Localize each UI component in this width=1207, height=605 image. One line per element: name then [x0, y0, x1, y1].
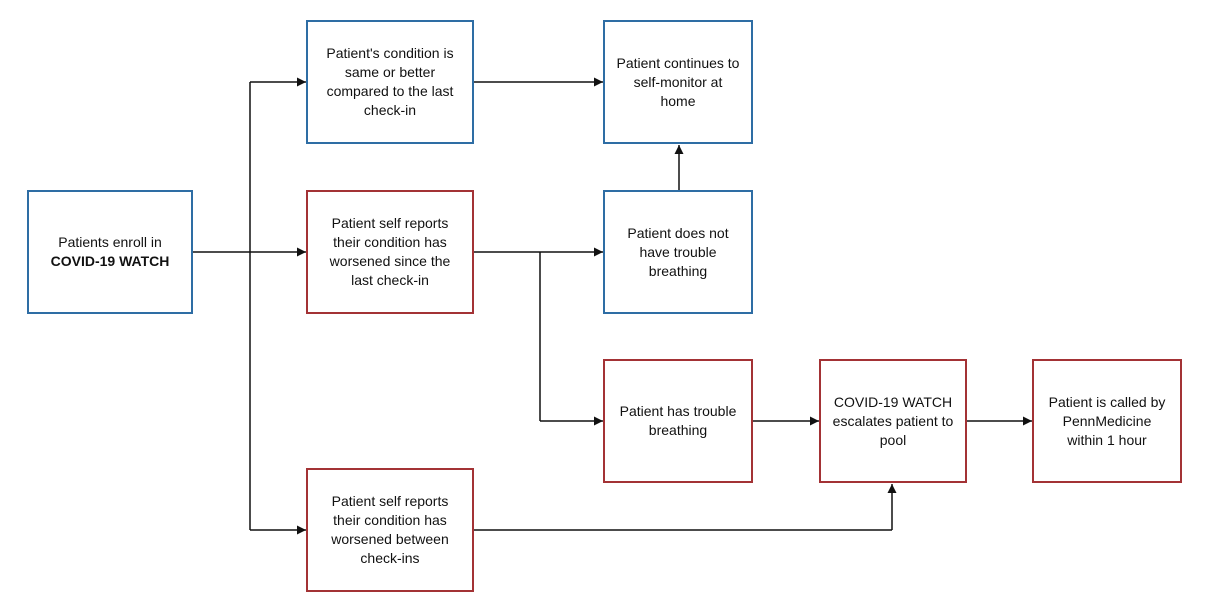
node-escalates-label: COVID-19 WATCH escalates patient to pool [832, 393, 954, 448]
node-called-label: Patient is called by PennMedicine within… [1048, 393, 1166, 448]
node-worsened-since-label: Patient self reports their condition has… [329, 215, 451, 288]
node-trouble: Patient has trouble breathing [603, 359, 753, 483]
node-same-better-label: Patient's condition is same or better co… [326, 45, 454, 118]
node-worsened-between-label: Patient self reports their condition has… [331, 493, 449, 566]
node-continue-home-label: Patient continues to self-monitor at hom… [616, 54, 740, 109]
node-no-trouble-label: Patient does not have trouble breathing [627, 224, 729, 279]
node-continue-home: Patient continues to self-monitor at hom… [603, 20, 753, 144]
node-escalates: COVID-19 WATCH escalates patient to pool [819, 359, 967, 483]
node-worsened-since: Patient self reports their condition has… [306, 190, 474, 314]
node-enroll-program: COVID-19 WATCH [50, 253, 170, 269]
node-enroll-label: Patients enroll in [58, 234, 162, 250]
node-no-trouble: Patient does not have trouble breathing [603, 190, 753, 314]
node-enroll: Patients enroll in COVID-19 WATCH [27, 190, 193, 314]
node-worsened-between: Patient self reports their condition has… [306, 468, 474, 592]
node-trouble-label: Patient has trouble breathing [619, 403, 737, 438]
node-same-better: Patient's condition is same or better co… [306, 20, 474, 144]
node-called: Patient is called by PennMedicine within… [1032, 359, 1182, 483]
